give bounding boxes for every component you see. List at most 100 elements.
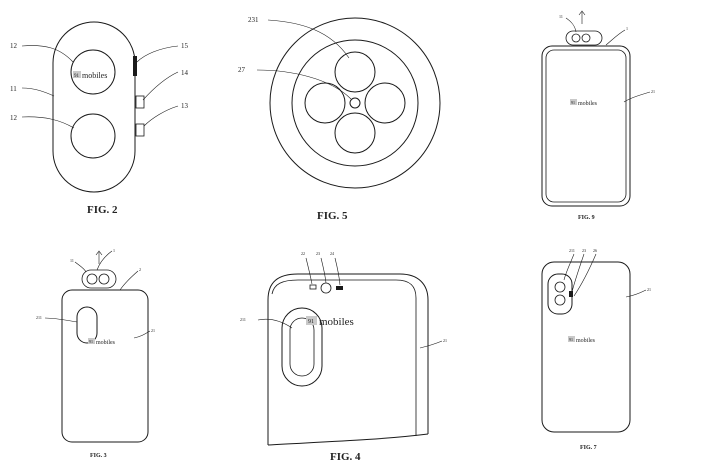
fig4-rear-camera-outer [281,307,323,387]
fig9-leader-c [623,91,651,103]
watermark-badge-text: 91 [89,339,93,344]
fig4-leader-24 [334,257,341,286]
watermark-brand-text: mobiles [82,71,107,80]
fig7-leader-d [625,289,647,298]
fig7-leader-c [573,253,597,297]
fig4-rear-camera-inner [289,317,315,377]
fig2-caption: FIG. 2 [87,204,118,216]
fig3-leader-b [74,261,87,273]
fig2-leader-12b [21,116,75,129]
fig7-lens-upper [554,281,566,293]
fig4-label-22: 22 [301,251,305,256]
fig4-caption: FIG. 4 [330,451,361,463]
watermark-fig7: 91 mobiles [568,336,596,344]
fig2-camera-module-body [52,21,136,193]
fig2-part-15 [133,56,137,76]
fig4-top-lens-23 [320,282,332,294]
fig4-label-23: 23 [316,251,320,256]
fig9-leader-b [605,29,626,46]
fig3-arrow-up [95,250,103,264]
watermark-badge [73,71,81,78]
fig5-caption: FIG. 5 [317,210,348,222]
fig9-label-b: 1 [626,26,628,31]
fig9-popup-lens-right [581,33,591,43]
fig2-part-14 [135,95,145,109]
fig4-top-flash-24 [336,286,343,290]
fig7-camera-island [547,273,573,315]
fig2-part-13 [135,123,145,137]
fig2-diagram: 12 11 12 15 14 13 FIG. 2 [10,21,189,216]
fig2-label-12b: 12 [10,114,18,122]
fig5-lens-right [364,82,406,124]
fig5-inner-ring [291,39,419,167]
watermark-badge-text: 91 [569,337,573,342]
watermark-brand-text: mobiles [319,316,354,328]
fig3-rear-camera [76,306,98,344]
fig7-leader-b [571,253,585,293]
fig7-label-a: 211 [569,248,575,253]
fig5-label-231: 231 [248,16,259,24]
fig5-diagram: 231 27 FIG. 5 [238,16,441,222]
fig3-label-d: 211 [36,315,42,320]
watermark-fig9: 91 mobiles [570,99,598,107]
watermark-fig3: 91 mobiles [88,338,116,346]
fig5-leader-27 [256,69,352,100]
fig2-label-13: 13 [181,102,189,110]
watermark-fig4: 91 mobiles [306,316,354,328]
fig7-phone-body [541,261,631,433]
fig2-leader-12a [21,45,74,63]
fig3-leader-c [119,270,139,291]
fig3-leader-e [133,330,151,339]
fig7-diagram: 211 23 26 21 FIG. 7 [541,248,651,451]
fig3-popup-lens-right [98,273,110,285]
fig5-leader-231 [267,19,350,59]
fig9-phone-outer [541,45,631,207]
watermark-badge [570,99,577,105]
fig4-phone-top-outer [267,273,429,445]
watermark-badge-text: 91 [571,100,575,105]
watermark-badge-text: 91 [74,74,80,79]
fig2-label-11: 11 [10,85,17,93]
watermark-badge [306,316,317,325]
fig7-label-d: 21 [647,287,651,292]
fig2-label-15: 15 [181,42,189,50]
watermark-brand-text: mobiles [578,101,598,107]
fig3-label-c: 2 [139,267,141,272]
fig4-leader-211 [257,318,293,329]
fig5-lens-top [334,51,376,93]
fig7-label-b: 23 [582,248,586,253]
fig4-label-211: 211 [240,317,246,322]
fig9-arrow-up [578,10,586,24]
fig2-leader-11 [21,87,55,97]
fig2-label-14: 14 [181,69,189,77]
fig4-leader-23 [320,257,327,284]
fig2-label-12a: 12 [10,42,18,50]
fig2-lens-lower [70,113,116,159]
fig3-diagram: 1 11 2 211 21 FIG. 3 [36,248,155,459]
fig4-leader-22 [305,257,313,285]
fig9-diagram: 11 1 21 FIG. 9 [541,10,655,221]
fig7-caption: FIG. 7 [580,445,597,451]
watermark-fig2: 91 mobiles [73,71,107,80]
fig7-side-flash [569,291,573,297]
fig4-phone-bottom-edge [267,433,429,446]
watermark-badge [568,336,575,342]
watermark-badge-text: 91 [308,319,314,325]
fig9-label-a: 11 [559,14,563,19]
fig9-label-c: 21 [651,89,655,94]
fig3-popup-module [81,269,117,289]
fig9-leader-a [565,17,577,33]
fig7-leader-a [563,253,575,281]
fig3-label-a: 1 [113,248,115,253]
fig9-phone-screen [545,49,627,203]
fig3-caption: FIG. 3 [90,453,107,459]
fig4-label-21: 21 [443,338,447,343]
fig4-label-24: 24 [330,251,334,256]
fig3-label-b: 11 [70,258,74,263]
fig9-popup-lens-left [571,33,581,43]
watermark-brand-text: mobiles [96,340,116,346]
fig2-leader-14 [142,71,179,101]
fig4-top-sensor-22 [309,284,317,290]
fig2-leader-13 [143,105,179,127]
fig5-lens-left [304,82,346,124]
